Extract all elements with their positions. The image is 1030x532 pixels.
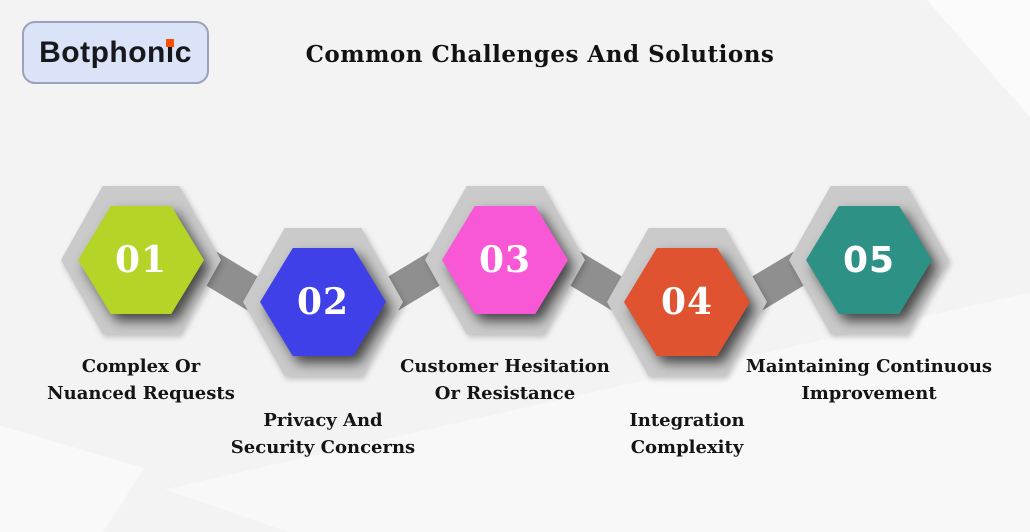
step-4-label: Integration Complexity [537,407,837,461]
step-3-label-line-2: Or Resistance [434,383,576,404]
step-1-outer-hexagon: 01 [61,186,221,334]
logo-text-start: Botphon [39,35,166,69]
step-2-hexagon: 02 [260,248,386,356]
step-5-label-line-2: Improvement [801,383,937,404]
page-title: Common Challenges And Solutions [305,41,775,68]
step-5-label: Maintaining Continuous Improvement [719,353,1019,407]
step-1-number: 01 [114,239,168,281]
logo-text-end: c [174,35,192,69]
step-5-number: 05 [842,239,896,281]
step-3-outer-hexagon: 03 [425,186,585,334]
step-4-label-line-1: Integration [629,410,745,431]
step-1-hexagon: 01 [78,206,204,314]
step-3: 03 Customer Hesitation Or Resistance [400,186,610,404]
step-3-hexagon: 03 [442,206,568,314]
step-2-label: Privacy And Security Concerns [173,407,473,461]
step-4-label-line-2: Complexity [630,437,744,458]
step-1: 01 Complex Or Nuanced Requests [47,186,235,404]
step-5: 05 Maintaining Continuous Improvement [746,186,992,404]
step-3-number: 03 [478,239,532,281]
step-4-hexagon: 04 [624,248,750,356]
step-4-number: 04 [660,281,714,323]
step-1-label-line-2: Nuanced Requests [47,383,235,404]
step-5-label-line-1: Maintaining Continuous [745,356,993,377]
step-2-number: 02 [296,281,350,323]
step-5-outer-hexagon: 05 [789,186,949,334]
step-2-label-line-2: Security Concerns [230,437,416,458]
logo-letter-i-orange-dot: i [165,35,175,69]
step-2-label-line-1: Privacy And [263,410,383,431]
step-5-hexagon: 05 [806,206,932,314]
